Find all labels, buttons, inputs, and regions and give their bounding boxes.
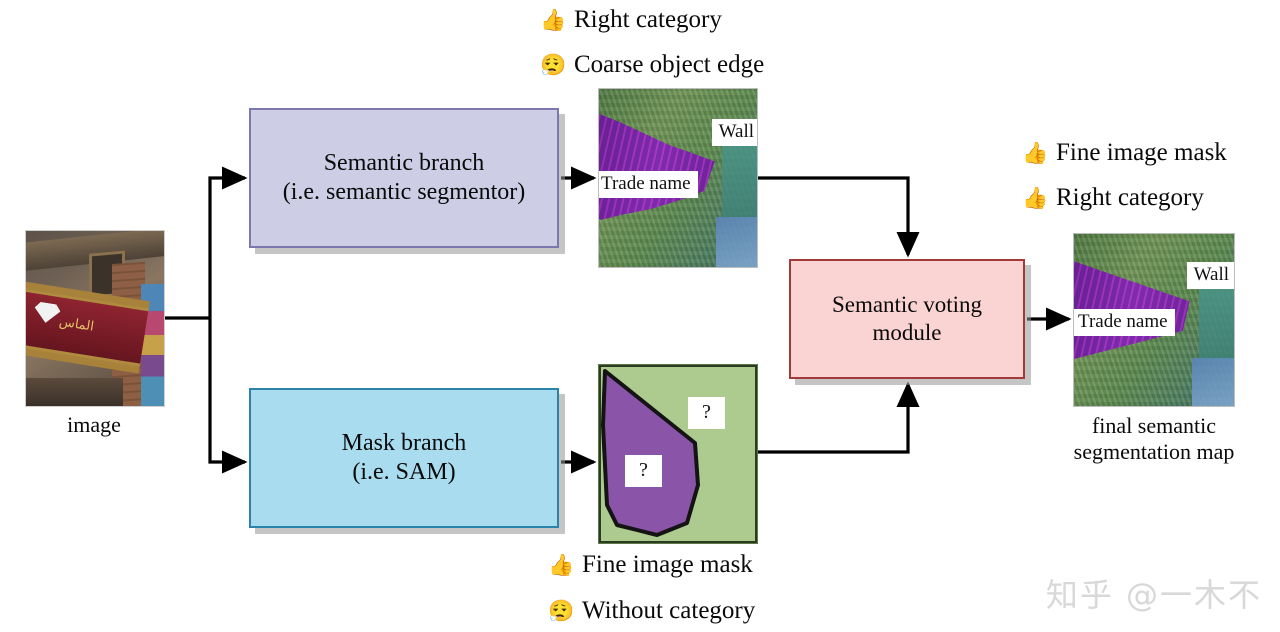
thumbs-up-icon: 👍 [1022,140,1049,165]
mask-branch-box[interactable]: Mask branch (i.e. SAM) [249,388,559,528]
face-exhaling-icon: 😮‍💨 [540,52,567,77]
sam-mask-border [599,365,757,543]
arrow-to-mask-branch [208,318,248,474]
final-seg-label-wall: Wall [1186,262,1234,289]
sam-question-label-background: ? [688,397,725,429]
mask-branch-subtitle: (i.e. SAM) [352,459,456,485]
seg-label-wall: Wall [711,119,757,146]
annotation-label: Fine image mask [1056,139,1227,166]
sam-mask-output: ? ? [598,364,758,544]
annotation-label: Without category [582,597,756,624]
sam-question-label-object: ? [625,455,662,487]
face-exhaling-icon: 😮‍💨 [548,598,575,623]
final-seg-label-trade-name: Trade name [1074,309,1175,336]
annotation-top-coarse-object-edge: 😮‍💨 Coarse object edge [540,51,764,79]
final-map-caption-line2: segmentation map [1073,438,1235,464]
annotation-label: Coarse object edge [574,51,765,78]
final-segmentation-map: Wall Trade name [1073,233,1235,407]
coarse-segmentation-map: Wall Trade name [598,88,758,268]
photo-hanging-goods [140,283,164,406]
thumbs-up-icon: 👍 [540,7,567,32]
mask-branch-title: Mask branch [341,429,467,456]
sam-mask-object-polygon [601,369,700,537]
annotation-bottom-without-category: 😮‍💨 Without category [548,597,755,625]
annotation-right-fine-image-mask: 👍 Fine image mask [1022,139,1227,167]
final-map-blue-region [1192,357,1234,406]
final-map-caption-line1: final semantic [1091,413,1216,438]
arrow-segmap-to-voting [757,176,920,258]
annotation-bottom-fine-image-mask: 👍 Fine image mask [548,551,753,579]
annotation-top-right-category: 👍 Right category [540,6,722,34]
thumbs-up-icon: 👍 [548,552,575,577]
arrow-to-semantic-branch [208,166,248,318]
annotation-label: Fine image mask [582,551,753,578]
arrow-sammask-to-voting [757,381,920,454]
annotation-label: Right category [1056,184,1204,211]
annotation-right-right-category: 👍 Right category [1022,184,1204,212]
semantic-voting-module-box[interactable]: Semantic voting module [789,259,1025,379]
semantic-branch-subtitle: (i.e. semantic segmentor) [282,179,526,205]
sam-mask-polygon-svg [599,365,757,543]
zhihu-watermark: 知乎 @一木不 [1045,576,1262,614]
voting-module-title: Semantic voting [831,291,983,317]
photo-floor [26,378,123,406]
final-map-caption: final semantic segmentation map [1035,413,1273,465]
semantic-branch-title: Semantic branch [323,149,485,176]
semantic-branch-box[interactable]: Semantic branch (i.e. semantic segmentor… [249,108,559,248]
annotation-label: Right category [574,6,722,33]
input-image-thumbnail: الماس [25,230,165,407]
voting-module-subtitle: module [872,320,942,345]
input-image-caption: image [67,412,121,437]
thumbs-up-icon: 👍 [1022,185,1049,210]
seg-label-trade-name: Trade name [599,171,698,198]
segmap-blue-region [715,217,757,267]
